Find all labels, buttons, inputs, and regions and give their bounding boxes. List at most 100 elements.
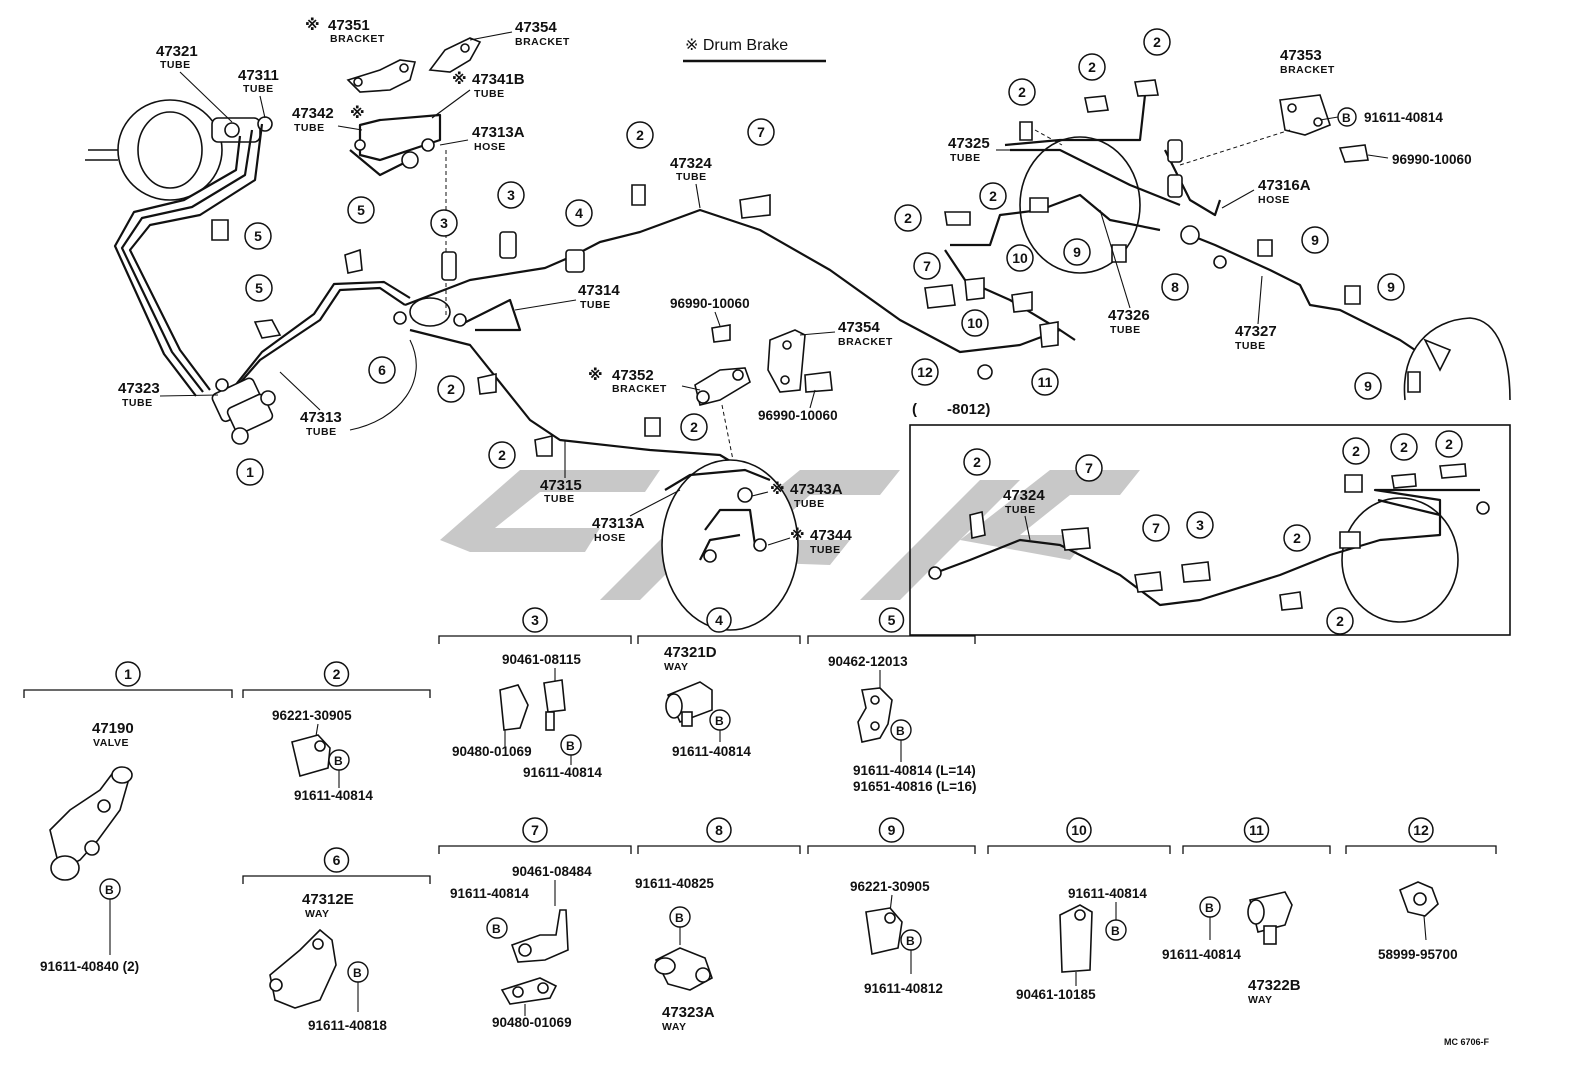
brake-drum-right-upper [944,94,1181,341]
callout-47313a-b-number: 47313A [592,515,645,532]
index-number: 7 [757,124,765,140]
g6-bolt-pn: 91611-40818 [308,1018,387,1033]
brake-drum-center [661,459,799,631]
callout-96990-b-number: 96990-10060 [758,408,838,423]
callout-47341b-mark: ※ [452,70,467,88]
callout-47313-number: 47313 [300,409,342,426]
callout-47344-number: 47344 [810,527,852,544]
g6-bolt-marker: B [353,966,362,980]
g4-bolt-pn: 91611-40814 [672,744,751,759]
index-number: 9 [1364,378,1372,394]
callout-47352-number: 47352 [612,367,654,384]
index-circle [1142,514,1170,542]
callout-47315-number: 47315 [540,477,582,494]
g8-bolt-pn: 91611-40825 [635,876,714,891]
callout-96990-c-number: 96990-10060 [1392,152,1472,167]
index-circle [1006,244,1034,272]
dash-47325 [1034,129,1063,146]
callout-47343a-kind: TUBE [794,498,825,510]
g1-pn: 47190 [92,720,134,737]
index-number: 12 [917,364,933,380]
group-bracket-line [637,845,801,854]
callout-47341b-kind: TUBE [474,88,505,100]
callout-47323: 47323 TUBE [118,380,219,409]
callout-96990-10060-a: 96990-10060 [670,296,750,327]
index-circle [1377,273,1405,301]
hose-47316a [1164,139,1222,217]
callout-47321-kind: TUBE [160,59,191,71]
group-number-circle [1408,817,1434,843]
index-circle [565,199,593,227]
group-number-circle [522,607,548,633]
group-number-circle [878,607,905,633]
g9-pn: 96221-30905 [850,879,930,894]
inset-range-note: ( -8012) [912,401,990,418]
callout-47324: 47324 TUBE [670,155,712,209]
index-number: 5 [357,202,365,218]
callout-47343a: ※ 47343A TUBE [751,480,843,510]
callout-47343a-mark: ※ [770,480,785,498]
index-number: 2 [973,454,981,470]
callout-47354-mid-kind: BRACKET [838,336,893,348]
group-7-clamps: 90461-08484 91611-40814 B 90480-01069 [450,864,592,1030]
callout-47313a-kind: HOSE [474,141,506,153]
callout-47314: 47314 TUBE [514,282,620,311]
g4-bolt-marker: B [715,714,724,728]
callout-47353-number: 47353 [1280,47,1322,64]
index-circle [1186,511,1214,539]
index-circle [963,448,991,476]
index-circle [488,441,516,469]
index-number: 11 [1038,374,1053,390]
index-circle [437,375,465,403]
index-circle [913,252,941,280]
callout-47324-inset-number: 47324 [1003,487,1045,504]
g1-bolt-pn: 91611-40840 (2) [40,959,139,974]
index-number: 7 [1085,460,1093,476]
index-number: 2 [1352,443,1360,459]
callout-47351-pn: ※ [305,16,320,34]
leader-6-arc [349,339,417,431]
group-8-way: 91611-40825 B 47323A WAY [635,876,715,1033]
group-3-clamps: 90461-08115 90480-01069 B 91611-40814 [452,652,602,780]
index-circle [1390,433,1418,461]
group-number: 8 [715,822,723,838]
index-number: 10 [1012,250,1028,266]
group-bracket-line [23,689,233,698]
callout-47316a-kind: HOSE [1258,194,1290,206]
callout-47342: 47342 ※ TUBE [292,104,365,134]
group-number-circle [878,817,905,843]
group-1-valve: 47190 VALVE B 91611-40840 (2) [40,720,139,974]
junction-way-6 [393,297,467,327]
callout-47342-number: 47342 [292,105,334,122]
bracket-47354-mid [767,329,833,393]
index-circle [347,196,375,224]
index-circle [626,121,654,149]
index-circle [1161,273,1189,301]
callout-47326-number: 47326 [1108,307,1150,324]
callout-47324-kind: TUBE [676,171,707,183]
index-number: 8 [1171,279,1179,295]
index-circle [1031,368,1059,396]
callout-47352-kind: BRACKET [612,383,667,395]
index-circle [979,182,1007,210]
callout-47313a-bottom: 47313A HOSE [592,489,681,544]
bracket-47352 [694,324,751,406]
callout-47315-kind: TUBE [544,493,575,505]
group-bracket-line [242,875,431,884]
callout-47344-mark: ※ [790,526,805,544]
index-number: 2 [989,188,997,204]
g11-pn: 47322B [1248,977,1301,994]
g3-pn-a: 90461-08115 [502,652,581,667]
g9-bolt-marker: B [906,934,915,948]
index-number: 5 [254,228,262,244]
callout-47344-kind: TUBE [810,544,841,556]
group-number-circle [1243,817,1270,843]
g2-bolt-marker: B [334,754,343,768]
g5-bolt-marker: B [896,724,905,738]
g10-bolt-marker: B [1111,924,1120,938]
drum-brake-note: ※ Drum Brake [685,37,788,54]
group-number: 2 [333,666,341,682]
